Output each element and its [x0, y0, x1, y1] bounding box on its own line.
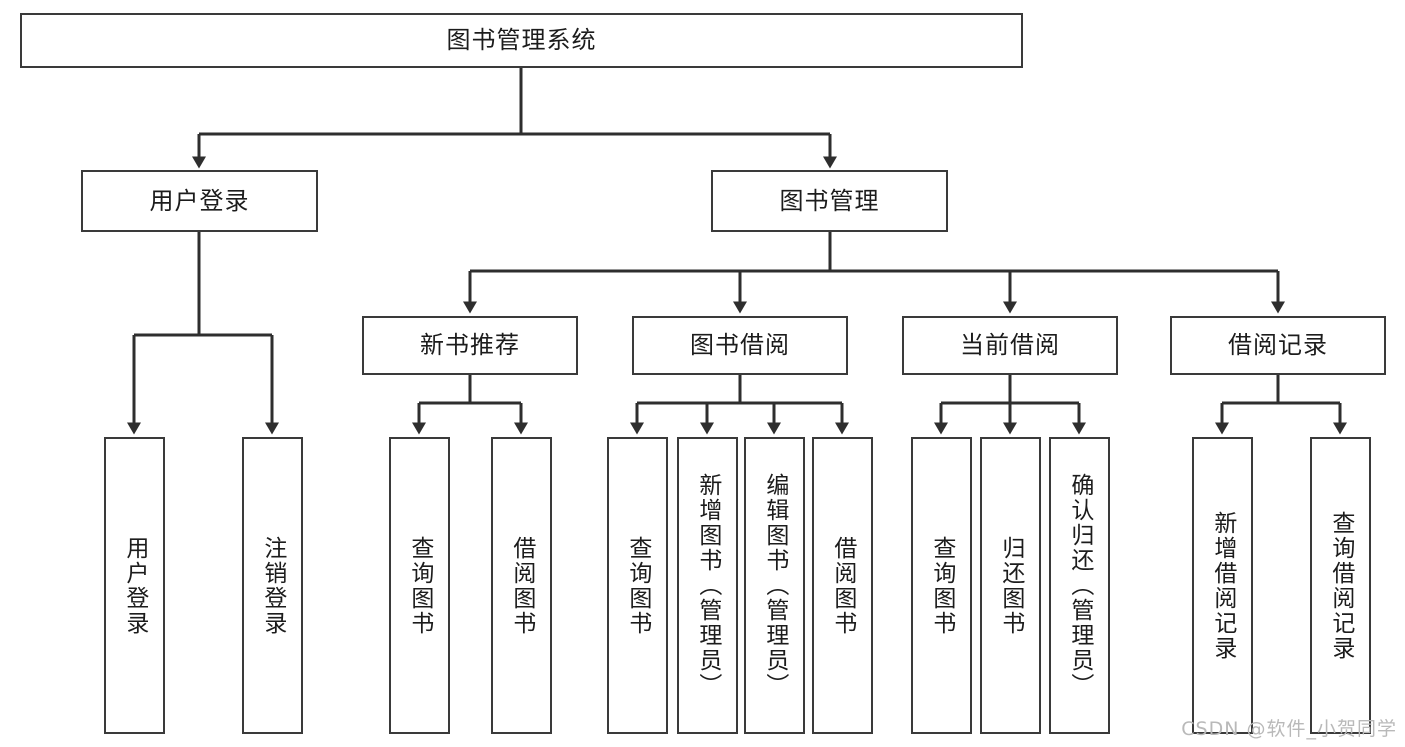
node-label: 归还图书: [997, 535, 1024, 636]
watermark-text: CSDN @软件_小贺同学: [1181, 718, 1397, 740]
node-leaf-query-record[interactable]: 查询借阅记录: [1310, 437, 1371, 734]
node-leaf-borrow-book-2[interactable]: 借阅图书: [812, 437, 873, 734]
node-book-manage[interactable]: 图书管理: [711, 170, 948, 232]
node-leaf-query-book-2[interactable]: 查询图书: [607, 437, 668, 734]
node-label: 查询图书: [406, 535, 433, 636]
node-leaf-add-record[interactable]: 新增借阅记录: [1192, 437, 1253, 734]
node-root[interactable]: 图书管理系统: [20, 13, 1023, 68]
node-leaf-query-book-1[interactable]: 查询图书: [389, 437, 450, 734]
node-label: 新增借阅记录: [1209, 510, 1236, 661]
node-leaf-query-book-3[interactable]: 查询图书: [911, 437, 972, 734]
node-leaf-confirm-return[interactable]: 确认归还（管理员）: [1049, 437, 1110, 734]
node-label: 新书推荐: [420, 331, 520, 360]
node-label: 查询借阅记录: [1327, 510, 1354, 661]
node-label: 编辑图书（管理员）: [761, 473, 788, 698]
node-label: 借阅图书: [508, 535, 535, 636]
node-label: 图书借阅: [690, 331, 790, 360]
node-leaf-borrow-book-1[interactable]: 借阅图书: [491, 437, 552, 734]
node-label: 用户登录: [149, 186, 250, 215]
node-label: 图书管理系统: [446, 26, 597, 55]
node-book-borrow[interactable]: 图书借阅: [632, 316, 848, 375]
node-new-book-recommend[interactable]: 新书推荐: [362, 316, 578, 375]
node-label: 当前借阅: [960, 331, 1060, 360]
node-label: 查询图书: [624, 535, 651, 636]
node-borrow-record[interactable]: 借阅记录: [1170, 316, 1386, 375]
node-leaf-user-login[interactable]: 用户登录: [104, 437, 165, 734]
node-label: 借阅图书: [829, 535, 856, 636]
node-label: 用户登录: [121, 535, 148, 636]
node-leaf-return-book[interactable]: 归还图书: [980, 437, 1041, 734]
node-label: 新增图书（管理员）: [694, 473, 721, 698]
node-user-login[interactable]: 用户登录: [81, 170, 318, 232]
node-label: 图书管理: [779, 186, 880, 215]
node-current-borrow[interactable]: 当前借阅: [902, 316, 1118, 375]
node-label: 借阅记录: [1228, 331, 1328, 360]
node-leaf-add-book[interactable]: 新增图书（管理员）: [677, 437, 738, 734]
node-label: 确认归还（管理员）: [1066, 473, 1093, 698]
node-leaf-user-logout[interactable]: 注销登录: [242, 437, 303, 734]
node-label: 注销登录: [259, 535, 286, 636]
node-label: 查询图书: [928, 535, 955, 636]
node-leaf-edit-book[interactable]: 编辑图书（管理员）: [744, 437, 805, 734]
